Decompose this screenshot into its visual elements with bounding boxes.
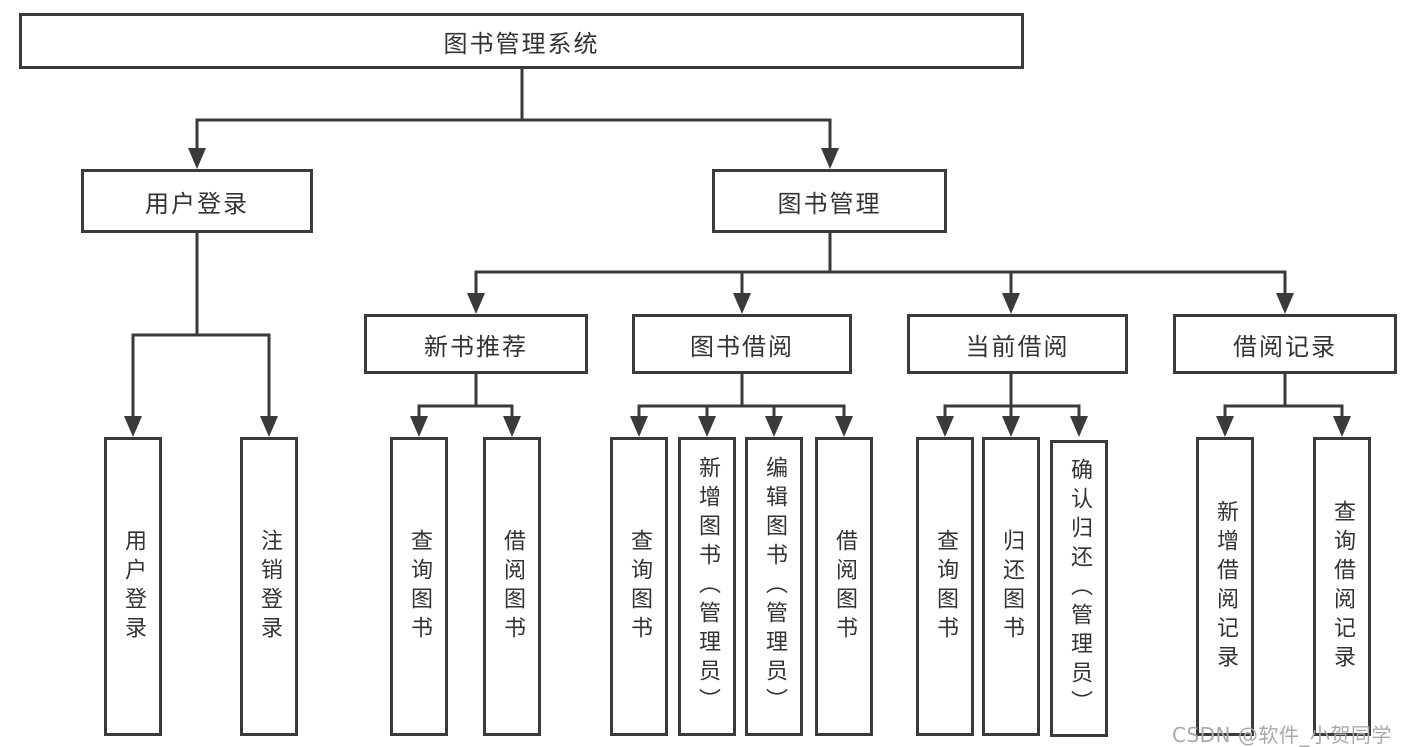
node-new-book-rec-label: 新书推荐: [424, 332, 528, 361]
leaf-add-borrow-record: 新增借阅记录: [1196, 437, 1254, 736]
leaf-return-book: 归还图书: [982, 437, 1040, 736]
leaf-query-book-rec: 查询图书: [390, 437, 448, 736]
node-book-mgmt: 图书管理: [712, 169, 947, 233]
node-root: 图书管理系统: [19, 13, 1024, 69]
node-new-book-rec: 新书推荐: [364, 314, 588, 374]
leaf-user-login: 用户登录: [104, 437, 162, 736]
leaf-query-book-current: 查询图书: [916, 437, 974, 736]
leaf-borrow-book-borrow: 借阅图书: [815, 437, 873, 736]
leaf-query-borrow-record: 查询借阅记录: [1313, 437, 1371, 736]
leaf-logout-login-label: 注销登录: [257, 528, 282, 645]
node-book-borrow-label: 图书借阅: [690, 332, 794, 361]
node-user-login-label: 用户登录: [145, 189, 249, 218]
leaf-edit-book-admin-label: 编辑图书（管理员）: [762, 456, 787, 717]
leaf-borrow-book-rec: 借阅图书: [483, 437, 541, 736]
leaf-query-book-rec-label: 查询图书: [407, 528, 432, 645]
leaf-confirm-return-admin-label: 确认归还（管理员）: [1067, 458, 1092, 719]
csdn-watermark: CSDN @软件_小贺同学: [1172, 723, 1392, 747]
leaf-return-book-label: 归还图书: [999, 528, 1024, 645]
leaf-add-book-admin-label: 新增图书（管理员）: [695, 456, 720, 717]
leaf-add-borrow-record-label: 新增借阅记录: [1213, 499, 1238, 674]
node-current-borrow-label: 当前借阅: [965, 332, 1070, 361]
node-borrow-records: 借阅记录: [1173, 314, 1397, 374]
node-book-mgmt-label: 图书管理: [777, 189, 882, 218]
leaf-query-book-borrow-label: 查询图书: [627, 528, 652, 645]
leaf-add-book-admin: 新增图书（管理员）: [678, 437, 736, 736]
node-current-borrow: 当前借阅: [907, 314, 1128, 374]
leaf-query-borrow-record-label: 查询借阅记录: [1330, 499, 1355, 674]
leaf-edit-book-admin: 编辑图书（管理员）: [745, 437, 803, 736]
leaf-confirm-return-admin: 确认归还（管理员）: [1050, 440, 1108, 737]
leaf-logout-login: 注销登录: [240, 437, 298, 736]
leaf-query-book-borrow: 查询图书: [610, 437, 668, 736]
leaf-user-login-label: 用户登录: [121, 528, 146, 645]
node-borrow-records-label: 借阅记录: [1233, 332, 1337, 361]
node-book-borrow: 图书借阅: [632, 314, 852, 374]
node-root-label: 图书管理系统: [443, 29, 600, 58]
leaf-query-book-current-label: 查询图书: [933, 528, 958, 645]
leaf-borrow-book-rec-label: 借阅图书: [500, 528, 525, 645]
node-user-login: 用户登录: [81, 169, 313, 233]
leaf-borrow-book-borrow-label: 借阅图书: [832, 528, 857, 645]
